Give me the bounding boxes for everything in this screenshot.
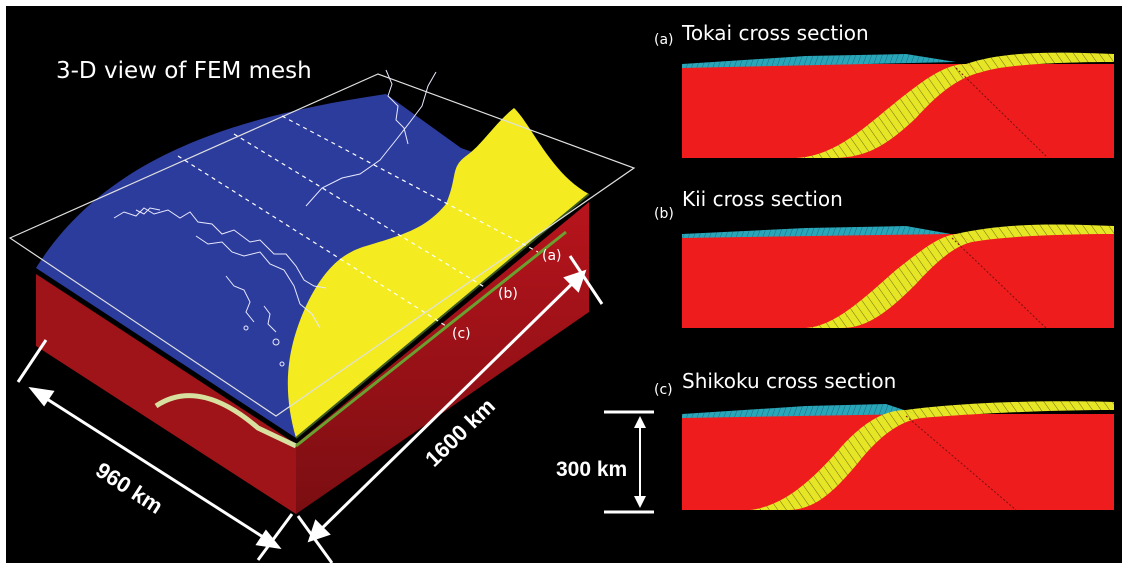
section-c-letter: (c) [654,382,673,398]
block-side-front [296,202,589,514]
section-a-slab [796,64,982,158]
bounding-box [8,73,636,417]
section-kii: (b) Kii cross section [654,187,1114,329]
section-c-title: Shikoku cross section [682,369,896,393]
marker-c: (c) [452,326,471,342]
section-b-title: Kii cross section [682,187,843,211]
main-view-title: 3-D view of FEM mesh [56,58,312,84]
section-b-letter: (b) [654,206,674,222]
fem-figure: 3-D view of FEM mesh (a) (b) (c) 960 km … [8,21,1114,563]
figure-canvas: 3-D view of FEM mesh (a) (b) (c) 960 km … [6,6,1122,563]
block-side-left [36,274,296,514]
section-tokai: (a) Tokai cross section [654,21,1114,158]
block-3d-view: 3-D view of FEM mesh (a) (b) (c) 960 km … [8,58,636,563]
marker-a: (a) [542,248,562,264]
slab-edge [154,393,298,449]
section-a-title: Tokai cross section [681,21,869,45]
marker-b: (b) [498,286,518,302]
surface-blue [36,94,589,438]
section-a-letter: (a) [654,32,674,48]
section-lines [177,115,539,327]
section-c-slab [750,410,922,510]
dim-width-label: 960 km [91,457,167,519]
section-shikoku: (c) Shikoku cross section 300 km [556,369,1114,514]
plate-rim [295,230,567,448]
dimension-arrows [28,269,587,550]
coastline [113,69,437,367]
section-b-slab [806,234,972,328]
depth-label: 300 km [556,458,627,481]
section-c-mantle [682,414,1114,510]
